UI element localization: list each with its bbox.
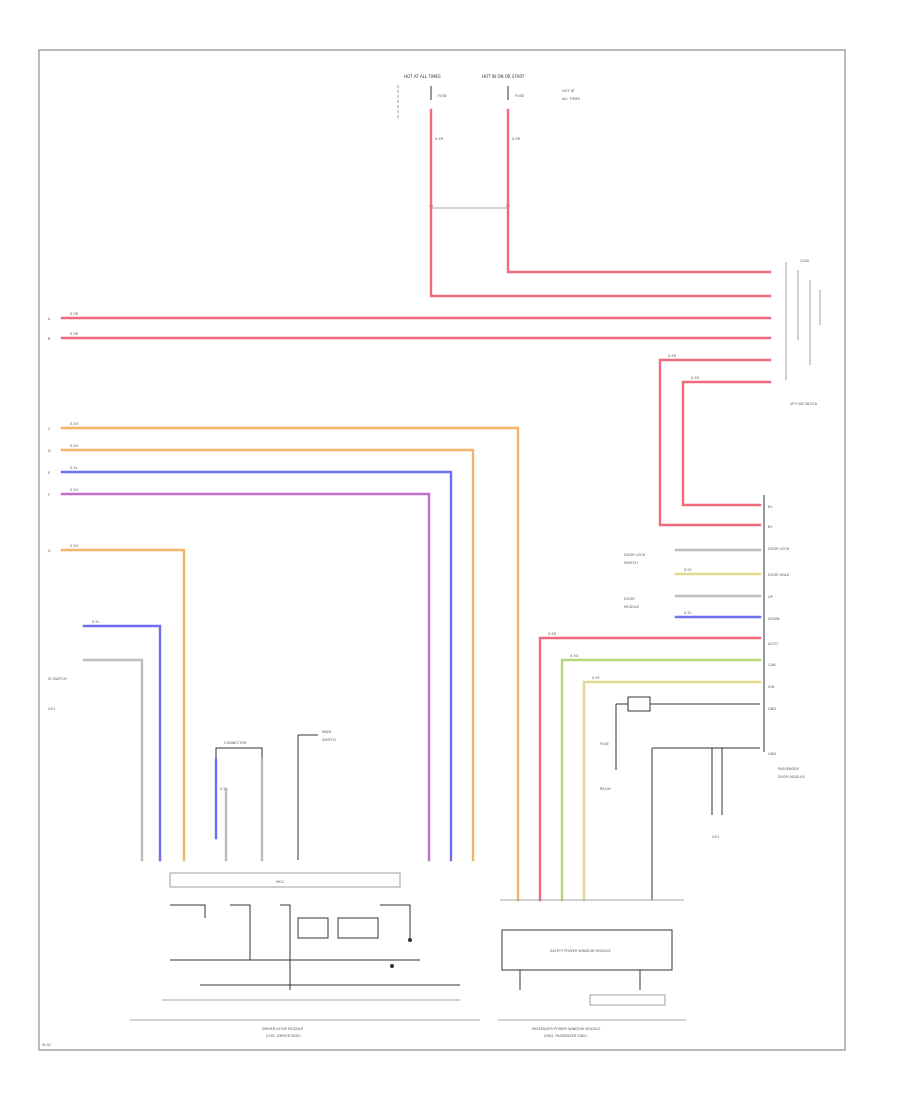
wire-tag: 0.5L (92, 620, 100, 624)
wire-blue-2 (82, 624, 162, 862)
svg-text:G: G (48, 549, 51, 553)
svg-text:B+: B+ (768, 505, 773, 509)
top-fuse-group: HOT AT ALL TIMES HOT IN ON OR START FUSE… (397, 74, 581, 209)
svg-text:B: B (48, 337, 51, 341)
fuse-box-right-label: I/P FUSE BLOCK (790, 402, 818, 406)
svg-text:D: D (48, 449, 51, 453)
wire-tag: 0.5R (668, 354, 677, 358)
passenger-module-label: PASSENGER POWER WINDOW MODULE (532, 1027, 600, 1031)
svg-text:CONNECTOR: CONNECTOR (224, 741, 247, 745)
svg-text:RELAY: RELAY (600, 787, 612, 791)
svg-text:DOOR UNLK: DOOR UNLK (768, 573, 790, 577)
wire-red-right-1 (658, 358, 772, 527)
svg-text:AUTO: AUTO (768, 642, 778, 646)
wire-red-to-passenger (538, 636, 762, 902)
svg-text:MAIN: MAIN (322, 730, 331, 734)
svg-text:E: E (48, 471, 50, 475)
wire-tag: 0.5R (70, 332, 79, 336)
ecu-left-label: MCU (276, 880, 284, 884)
wire-tag: 0.5L (684, 611, 692, 615)
top-fuse-b-label: HOT IN ON OR START (482, 74, 525, 79)
svg-text:PASSENGER: PASSENGER (778, 767, 799, 771)
svg-text:FUSE: FUSE (515, 94, 524, 98)
ecu-right-label: SAFETY POWER WINDOW MODULE (550, 949, 611, 953)
svg-text:SWITCH: SWITCH (322, 738, 336, 742)
svg-text:DOWN: DOWN (768, 617, 780, 621)
wire-red-right-2 (681, 380, 772, 507)
right-connector: I/P FUSE BLOCK C200 (785, 259, 821, 406)
wire-tag: 0.5Y (684, 568, 693, 572)
wire-tag: 0.5O (70, 444, 79, 448)
wire-orange-3 (60, 548, 186, 862)
wire-tag: 0.5R (691, 376, 700, 380)
svg-text:GND: GND (768, 707, 776, 711)
wire-tag: 0.5L (220, 787, 228, 791)
svg-text:DOOR: DOOR (624, 597, 635, 601)
driver-module-label: DRIVER DOOR MODULE (262, 1027, 303, 1031)
wire-tag: 0.5R (548, 632, 557, 636)
wire-tag: 0.5O (70, 422, 79, 426)
svg-text:A: A (48, 317, 51, 321)
svg-text:MODULE: MODULE (624, 605, 639, 609)
svg-text:B+: B+ (768, 525, 773, 529)
driver-module: MCU DRIVER DOOR MODULE (LHD, DRIVER SIDE… (130, 872, 480, 1038)
wire-tag: 0.5R (70, 312, 79, 316)
passenger-module: SAFETY POWER WINDOW MODULE PASSENGER POW… (498, 899, 686, 1038)
wire-orange-1 (60, 426, 520, 902)
svg-text:GND: GND (768, 752, 776, 756)
ground-left-label: G01 (48, 707, 55, 711)
wire-gray-1 (82, 658, 144, 862)
svg-text:FUSE: FUSE (438, 94, 447, 98)
svg-text:DOOR MODULE: DOOR MODULE (778, 775, 805, 779)
wire-tag: 0.5O (70, 544, 79, 548)
resistor-network: FUSE RELAY G01 PASSENGER DOOR MODULE (600, 696, 805, 900)
svg-text:C: C (48, 427, 51, 431)
svg-text:CAN: CAN (768, 663, 776, 667)
wire-tag: 0.5L (70, 466, 78, 470)
page-frame (38, 49, 846, 1051)
svg-text:FUSE: FUSE (600, 742, 609, 746)
wire-tag: 0.5R (512, 137, 521, 141)
wire-red-fuse-b (506, 108, 772, 274)
wire-red-fuse-a (429, 108, 772, 298)
wire-yellow-to-passenger (582, 680, 762, 902)
svg-text:SWITCH: SWITCH (624, 561, 638, 565)
svg-text:C200: C200 (800, 259, 809, 263)
svg-text:ALL TIMES: ALL TIMES (562, 97, 581, 101)
top-fuse-a-label: HOT AT ALL TIMES (404, 74, 441, 79)
svg-text:F: F (48, 493, 50, 497)
right-module-pins: B+ B+ DOOR LOCK DOOR UNLK UP DOWN AUTO C… (763, 495, 790, 756)
wire-orange-2 (60, 448, 475, 862)
wire-tag: 0.5V (70, 488, 79, 492)
wire-tag: 0.5Y (592, 676, 601, 680)
wire-tag: 0.5G (570, 654, 579, 658)
wire-green-to-passenger (560, 658, 762, 902)
wire-violet-1 (60, 492, 431, 862)
svg-text:DOOR LOCK: DOOR LOCK (768, 547, 790, 551)
wire-blue-1 (60, 470, 453, 862)
svg-text:HOT AT: HOT AT (562, 89, 576, 93)
left-bundle: CONNECTOR MAIN SWITCH (214, 730, 336, 862)
switch-label: IG SWITCH (48, 677, 67, 681)
driver-module-sub: (LHD, DRIVER SIDE) (266, 1034, 301, 1038)
ground-right-label: G01 (712, 835, 719, 839)
svg-text:IGN: IGN (768, 685, 775, 689)
passenger-module-sub: (RHD, PASSENGER SIDE) (544, 1034, 588, 1038)
svg-text:UP: UP (768, 595, 773, 599)
wire-tag: 0.5R (435, 137, 444, 141)
svg-text:DOOR LOCK: DOOR LOCK (624, 553, 646, 557)
page-id: W-01 (42, 1043, 51, 1047)
